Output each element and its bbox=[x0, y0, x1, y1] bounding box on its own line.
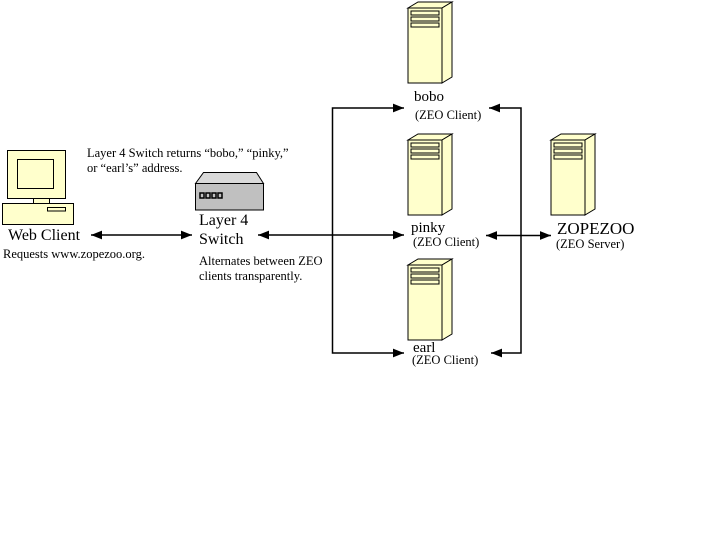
switch-annotation: Layer 4 Switch returns “bobo,” “pinky,” … bbox=[87, 146, 289, 176]
server-label-bobo: bobo bbox=[414, 89, 444, 105]
switch-label-line1: Layer 4 bbox=[199, 212, 249, 229]
switch-annotation-line1: Layer 4 Switch returns “bobo,” “pinky,” bbox=[87, 146, 289, 160]
switch-label-line2: Switch bbox=[199, 231, 244, 248]
web-client-computer-icon bbox=[2, 150, 74, 225]
server-tower-pinky-icon bbox=[407, 133, 453, 216]
switch-label: Layer 4 Switch bbox=[199, 211, 248, 249]
layer4-switch-icon bbox=[194, 172, 265, 211]
server-tower-bobo-icon bbox=[407, 1, 453, 84]
server-sublabel-earl: (ZEO Client) bbox=[412, 353, 479, 367]
switch-sublabel-line1: Alternates between ZEO bbox=[199, 254, 323, 268]
server-label-pinky: pinky bbox=[411, 220, 446, 236]
zeo-server-label: ZOPEZOO bbox=[557, 219, 635, 238]
web-client-sublabel: Requests www.zopezoo.org. bbox=[3, 247, 145, 261]
server-tower-earl-icon bbox=[407, 258, 453, 341]
wire-right-bus bbox=[489, 103, 522, 358]
server-tower-zopezoo-icon bbox=[550, 133, 596, 216]
web-client-label: Web Client bbox=[8, 227, 81, 244]
wires bbox=[91, 103, 551, 358]
wire-left-bus bbox=[331, 103, 404, 358]
server-sublabel-pinky: (ZEO Client) bbox=[413, 235, 480, 249]
switch-annotation-line2: or “earl’s” address. bbox=[87, 161, 183, 175]
switch-sublabel: Alternates between ZEO clients transpare… bbox=[199, 254, 323, 284]
switch-sublabel-line2: clients transparently. bbox=[199, 269, 303, 283]
server-sublabel-bobo: (ZEO Client) bbox=[415, 108, 482, 122]
zeo-server-sublabel: (ZEO Server) bbox=[556, 237, 625, 251]
server-label-earl: earl bbox=[413, 340, 436, 356]
